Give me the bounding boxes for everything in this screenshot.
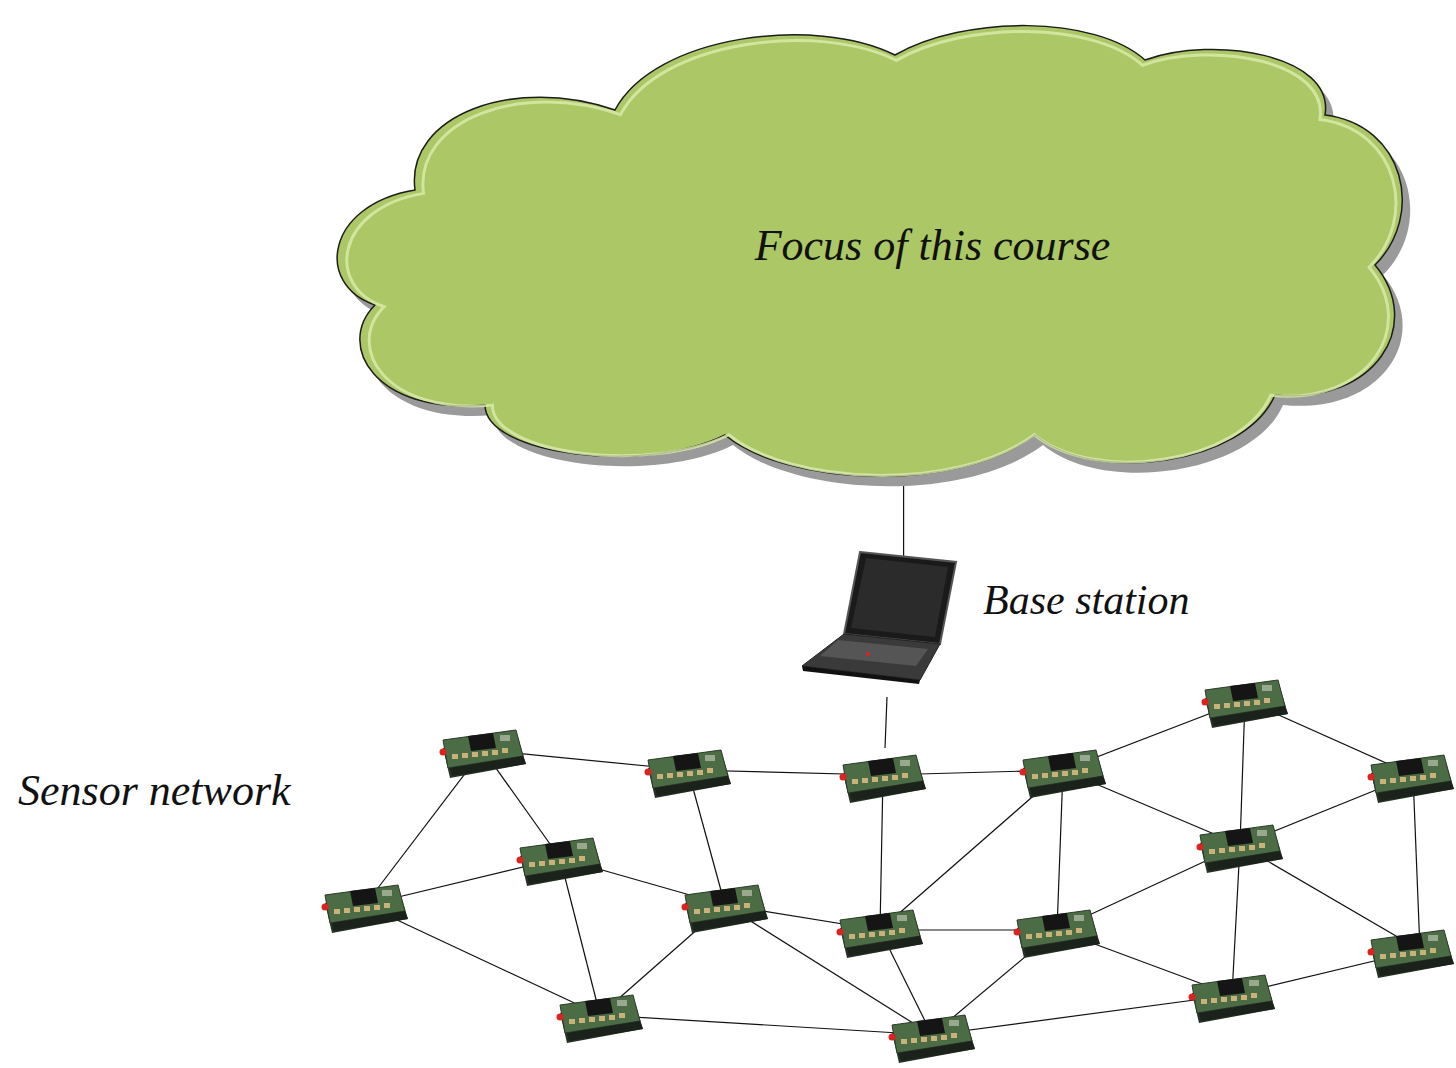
node-label: Base station [983,576,1190,624]
base-station-node: Base station [798,548,1278,688]
laptop-icon [798,548,958,688]
group-label: Sensor network [18,765,291,816]
connector [903,477,904,556]
cloud-shape: Focus of this course [315,15,1420,495]
cloud-text: Focus of this course [625,220,1111,271]
